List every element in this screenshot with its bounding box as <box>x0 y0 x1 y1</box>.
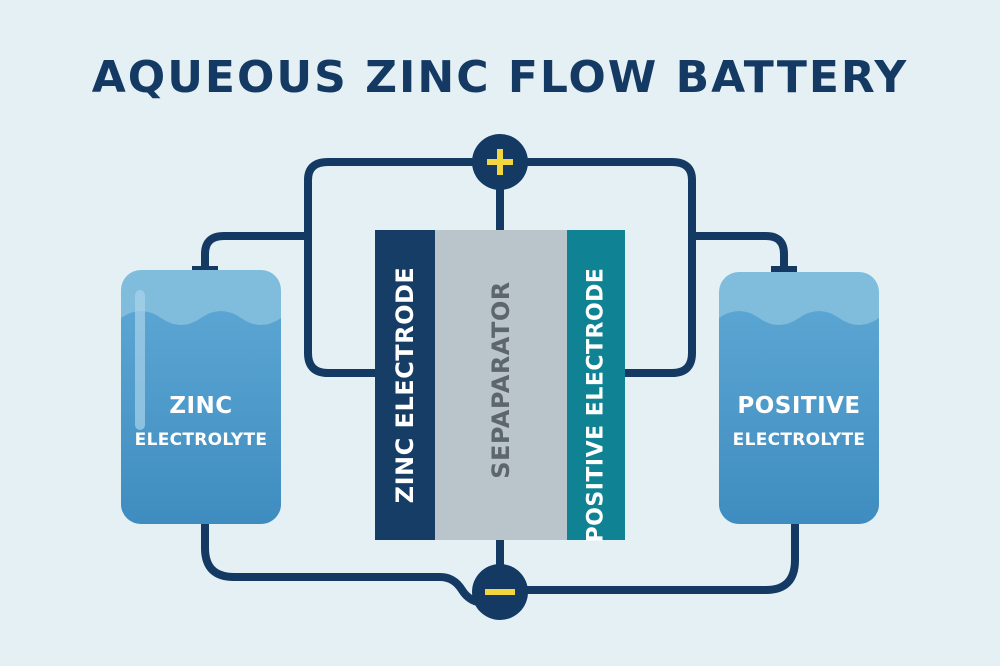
negative-terminal <box>472 564 528 620</box>
positive-electrode-label: POSITIVE ELECTRODE <box>583 267 609 543</box>
zinc-electrode-block <box>375 230 435 540</box>
separator-label: SEPAPARATOR <box>487 281 515 479</box>
positive-tank-label-line1: POSITIVE <box>737 393 861 419</box>
positive-tank-label-line2: ELECTROLYTE <box>732 430 866 450</box>
pipe-left-tank-inlet <box>201 232 312 274</box>
positive-terminal <box>472 134 528 190</box>
pipe-right-tank-inlet <box>688 232 788 274</box>
zinc-electrolyte-tank <box>121 270 281 524</box>
flow-cell <box>375 230 625 540</box>
zinc-tank-label-line2: ELECTROLYTE <box>134 430 268 450</box>
positive-electrolyte-tank <box>719 272 879 524</box>
zinc-electrode-label: ZINC ELECTRODE <box>391 266 419 504</box>
positive-electrode-block <box>567 230 625 540</box>
separator-block <box>435 230 567 540</box>
diagram-title: AQUEOUS ZINC FLOW BATTERY <box>91 52 909 103</box>
zinc-tank-label-line1: ZINC <box>169 393 233 419</box>
pipe-right-tank-return <box>496 516 799 594</box>
